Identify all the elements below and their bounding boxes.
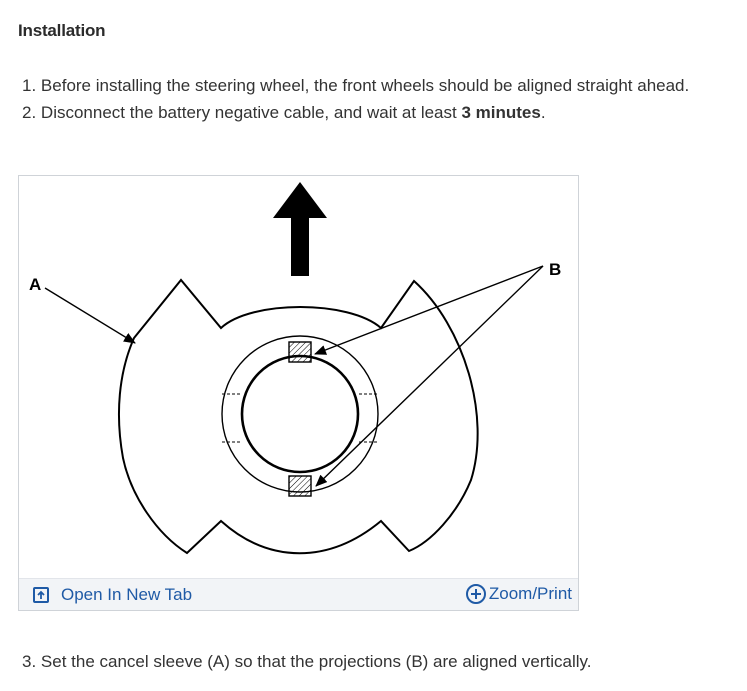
step-3-number: 3. xyxy=(22,652,37,671)
top-projection xyxy=(288,341,312,363)
instruction-steps: 1. Before installing the steering wheel,… xyxy=(22,72,689,126)
figure-container: A B Open In New Tab Zoom/Print xyxy=(18,175,579,611)
step-3-text: Set the cancel sleeve (A) so that the pr… xyxy=(40,652,592,671)
step-2-text: Disconnect the battery negative cable, a… xyxy=(40,103,462,122)
step-1: 1. Before installing the steering wheel,… xyxy=(22,72,689,99)
direction-arrow xyxy=(273,182,327,276)
leader-a xyxy=(44,287,136,344)
label-b: B xyxy=(549,260,561,279)
inner-ring xyxy=(240,354,360,474)
step-2-text-end: . xyxy=(540,103,546,122)
zoom-print-label: Zoom/Print xyxy=(488,584,572,603)
step-1-text: Before installing the steering wheel, th… xyxy=(40,76,690,95)
open-in-new-tab-label: Open In New Tab xyxy=(61,585,193,604)
leader-b-bottom xyxy=(315,265,544,487)
label-a: A xyxy=(29,275,41,294)
step-2-emphasis: 3 minutes xyxy=(461,103,541,122)
step-3: 3. Set the cancel sleeve (A) so that the… xyxy=(22,652,592,672)
step-2-number: 2. xyxy=(22,103,37,122)
figure-toolbar: Open In New Tab Zoom/Print xyxy=(19,578,578,610)
leader-b-top xyxy=(314,265,544,355)
bottom-projection xyxy=(288,475,312,497)
cancel-sleeve-diagram: A B xyxy=(29,182,561,555)
zoom-print-link[interactable]: Zoom/Print xyxy=(465,584,572,604)
zoom-plus-icon xyxy=(465,584,486,604)
open-in-new-tab-link[interactable]: Open In New Tab xyxy=(33,585,192,605)
open-in-new-tab-icon xyxy=(33,587,49,603)
section-heading: Installation xyxy=(18,21,106,40)
step-1-number: 1. xyxy=(22,76,37,95)
step-2: 2. Disconnect the battery negative cable… xyxy=(22,99,689,126)
